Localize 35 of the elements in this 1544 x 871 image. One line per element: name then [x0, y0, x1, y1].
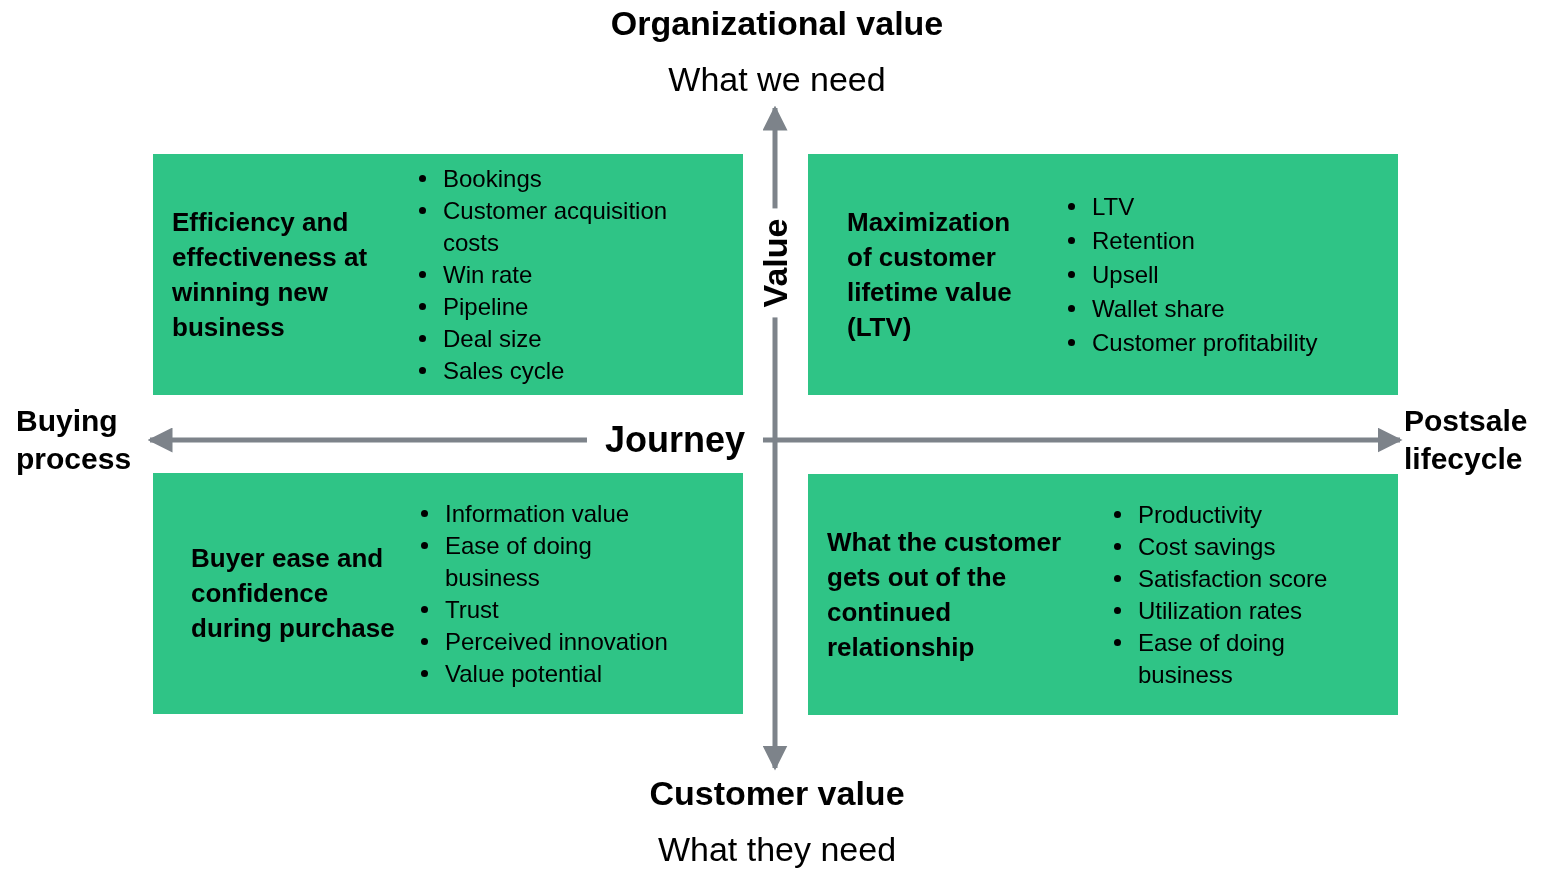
bullet-item: Pipeline — [419, 290, 709, 323]
bullet-item: Bookings — [419, 162, 709, 195]
axis-subtitle: What they need — [657, 829, 897, 870]
bullet-item: Win rate — [419, 258, 709, 291]
bullet-item: Information value — [421, 497, 671, 530]
bullet-item: Customer acquisition costs — [419, 194, 709, 259]
axis-title: Customer value — [649, 773, 905, 814]
axis-end-label: Buying process — [16, 403, 133, 477]
axis-subtitle: What we need — [668, 59, 886, 100]
bullet-item: Customer profitability — [1068, 326, 1388, 359]
bullet-item: Deal size — [419, 322, 709, 355]
bullet-item: Perceived innovation — [421, 625, 671, 658]
bullet-item: Productivity — [1114, 498, 1364, 531]
bullet-item: Value potential — [421, 657, 671, 690]
bullet-item: LTV — [1068, 190, 1388, 223]
axis-title: Organizational value — [610, 3, 944, 44]
axis-end-label: Postsale lifecycle — [1404, 403, 1529, 477]
quadrant-heading: What the customer gets out of the continued relationship — [827, 525, 1063, 664]
bullet-item: Upsell — [1068, 258, 1388, 291]
bullet-item: Wallet share — [1068, 292, 1388, 325]
quadrant-heading: Buyer ease and confidence during purchase — [191, 542, 396, 645]
bullet-item: Satisfaction score — [1114, 562, 1364, 595]
bullet-item: Utilization rates — [1114, 594, 1364, 627]
bullet-item: Retention — [1068, 224, 1388, 257]
quadrant-box — [153, 154, 743, 395]
quadrant-heading: Efficiency and effectiveness at winning new business — [172, 205, 369, 344]
bullet-item: Ease of doing business — [1114, 626, 1364, 691]
quadrant-box — [153, 473, 743, 714]
quadrant-box — [808, 474, 1398, 715]
bullet-item: Trust — [421, 593, 671, 626]
bullet-item: Ease of doing business — [421, 529, 671, 594]
bullet-item: Cost savings — [1114, 530, 1364, 563]
quadrant-heading: Maximization of customer lifetime value (LTV) — [847, 205, 1013, 344]
quadrant-box — [808, 154, 1398, 395]
bullet-item: Sales cycle — [419, 354, 709, 387]
